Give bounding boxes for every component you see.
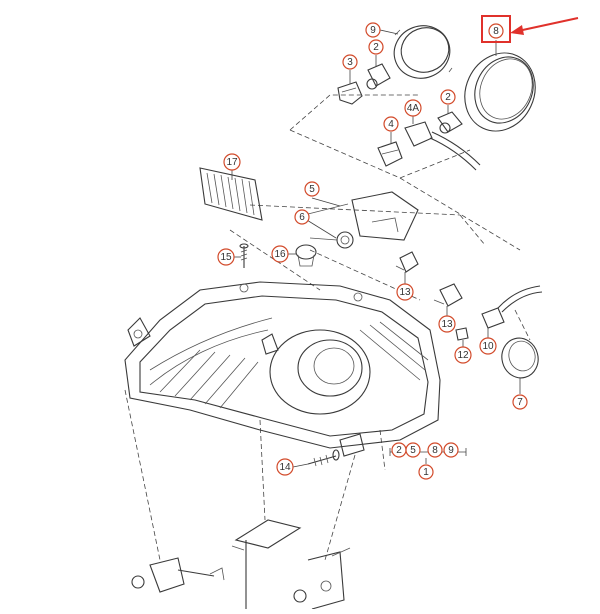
bracket-left (131, 557, 225, 593)
callout-c8-top: 8 (488, 23, 504, 39)
bulb-2-upper (366, 63, 391, 90)
connector-4a (404, 121, 481, 171)
callout-number: 4A (407, 103, 420, 114)
callout-c15: 15 (217, 248, 235, 266)
cap-16 (295, 244, 317, 267)
reflector-plate (199, 167, 263, 221)
callout-number: 5 (309, 184, 315, 195)
callout-number: 7 (517, 397, 523, 408)
callout-number: 8 (493, 26, 499, 37)
callout-c16: 16 (271, 245, 289, 263)
bracket-right (293, 547, 351, 610)
bulb-2-lower (437, 111, 463, 134)
callout-number: 9 (448, 445, 454, 456)
callout-ring (276, 458, 294, 476)
callout-c4: 4 (383, 116, 399, 132)
cover-ring-large (464, 52, 536, 132)
callout-number: 1 (423, 467, 429, 478)
callout-ring (294, 209, 310, 225)
callout-c13-b: 13 (438, 315, 456, 333)
callout-ring (454, 346, 472, 364)
callout-number: 9 (370, 25, 376, 36)
callout-c13-a: 13 (396, 283, 414, 301)
callout-ring (404, 99, 422, 117)
callout-c2-b: 2 (440, 89, 456, 105)
callout-ring (304, 181, 320, 197)
callout-number: 2 (445, 92, 451, 103)
callout-number: 5 (410, 445, 416, 456)
assembly-guide-lines (124, 94, 531, 561)
callout-c10: 10 (479, 337, 497, 355)
callout-g-5: 5 (405, 442, 421, 458)
screw-15 (239, 243, 249, 268)
callout-ring (383, 116, 399, 132)
callout-g-8: 8 (427, 442, 443, 458)
bracket-center (231, 519, 302, 609)
bulb-holder-3 (337, 81, 363, 105)
callout-number: 16 (274, 249, 286, 260)
callout-ring (512, 394, 528, 410)
callout-ring (438, 315, 456, 333)
headlamp-housing (124, 281, 441, 457)
socket-harness-10 (481, 285, 543, 329)
callout-ring (427, 442, 443, 458)
callout-c2-a: 2 (368, 39, 384, 55)
cap-7 (501, 337, 539, 379)
xenon-ballast (299, 191, 419, 249)
callout-ring (479, 337, 497, 355)
callout-ring (223, 153, 241, 171)
bulb-13-upper (395, 251, 419, 273)
callout-ring (217, 248, 235, 266)
callout-g-9: 9 (443, 442, 459, 458)
callout-c6: 6 (294, 209, 310, 225)
callout-c1: 1 (418, 464, 434, 480)
callout-ring (271, 245, 289, 263)
callout-ring (405, 442, 421, 458)
callout-number: 2 (396, 445, 402, 456)
callout-number: 3 (347, 57, 353, 68)
callout-c3: 3 (342, 54, 358, 70)
callout-c4a: 4A (404, 99, 422, 117)
callout-c17: 17 (223, 153, 241, 171)
callout-ring (368, 39, 384, 55)
screw-14 (307, 449, 340, 467)
callout-number: 2 (373, 42, 379, 53)
callout-number: 13 (441, 319, 453, 330)
callout-ring (418, 464, 434, 480)
callout-number: 6 (299, 212, 305, 223)
callout-number: 13 (399, 287, 411, 298)
callout-number: 17 (226, 157, 238, 168)
callout-c9-top: 9 (365, 22, 381, 38)
callout-ring (365, 22, 381, 38)
callout-number: 4 (388, 119, 394, 130)
callout-ring (443, 442, 459, 458)
callout-g-2: 2 (391, 442, 407, 458)
callout-ring (396, 283, 414, 301)
callout-ring (440, 89, 456, 105)
callout-c12: 12 (454, 346, 472, 364)
highlight-marker (481, 15, 579, 43)
callout-c7: 7 (512, 394, 528, 410)
callout-c14: 14 (276, 458, 294, 476)
callout-number: 12 (457, 350, 469, 361)
leader-lines (231, 29, 521, 468)
bulb-12 (455, 327, 469, 341)
callout-number: 14 (279, 462, 291, 473)
socket-4 (377, 141, 403, 167)
callout-number: 8 (432, 445, 438, 456)
callout-number: 15 (220, 252, 232, 263)
cover-ring-small (393, 25, 453, 79)
callout-c5: 5 (304, 181, 320, 197)
callout-ring (342, 54, 358, 70)
bulb-13-lower (433, 283, 463, 307)
callout-ring (488, 23, 504, 39)
callout-number: 10 (482, 341, 494, 352)
